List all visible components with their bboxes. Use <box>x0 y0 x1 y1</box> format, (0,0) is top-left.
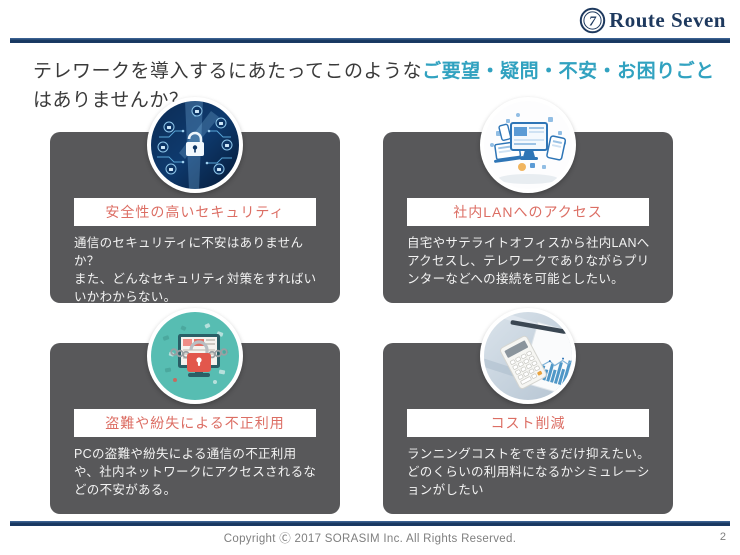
card-theft-body: PCの盗難や紛失による通信の不正利用や、社内ネットワークにアクセスされるなどの不… <box>74 447 317 498</box>
card-lan-access-label: 社内LANへのアクセス <box>407 198 649 226</box>
chained-monitor-lock-illustration <box>151 312 239 400</box>
theft-image-circle <box>147 308 243 404</box>
connected-devices-illustration <box>484 101 572 189</box>
card-cost-body: ランニングコストをできるだけ抑えたい。 どのくらいの利用料になるかシミュレーショ… <box>407 447 650 498</box>
cost-image-circle <box>480 308 576 404</box>
title-pre: テレワークを導入するにあたってこのような <box>33 61 423 82</box>
logo-text: Route Seven <box>609 8 726 32</box>
title-post: はありませんか？ <box>33 90 189 112</box>
card-security-label: 安全性の高いセキュリティ <box>74 198 316 226</box>
card-theft: 盗難や紛失による不正利用 PCの盗難や紛失による通信の不正利用や、社内ネットワー… <box>50 343 340 514</box>
lan-image-circle <box>480 97 576 193</box>
card-cost-label: コスト削減 <box>407 409 649 437</box>
panel-security: 安全性の高いセキュリティ 通信のセキュリティに不安はありませんか？ また、どんな… <box>50 97 340 307</box>
card-security-body: 通信のセキュリティに不安はありませんか？ また、どんなセキュリティ対策をすればい… <box>74 236 317 305</box>
page-number: 2 <box>719 531 726 543</box>
circuit-board-lock-photo <box>151 101 239 189</box>
panel-lan-access: 社内LANへのアクセス 自宅やサテライトオフィスから社内LANへアクセスし、テレ… <box>383 97 673 307</box>
header-divider <box>10 38 730 43</box>
card-lan-access-body: 自宅やサテライトオフィスから社内LANへアクセスし、テレワークでありながらプリン… <box>407 236 650 287</box>
route-seven-logo: 7 Route Seven <box>579 7 726 34</box>
title-highlight: ご要望・疑問・不安・お困りごと <box>422 61 715 82</box>
slide-title: テレワークを導入するにあたってこのようなご要望・疑問・不安・お困りごとはありませ… <box>33 57 727 116</box>
circled-seven-icon: 7 <box>579 7 606 34</box>
copyright-text: Copyright Ⓒ 2017 SORASIM Inc. All Rights… <box>223 533 517 545</box>
calculator-chart-photo <box>484 312 572 400</box>
logo-glyph: 7 <box>589 15 597 30</box>
footer-divider <box>10 521 730 526</box>
security-image-circle <box>147 97 243 193</box>
panel-cost: コスト削減 ランニングコストをできるだけ抑えたい。 どのくらいの利用料になるかシ… <box>383 308 673 518</box>
card-theft-label: 盗難や紛失による不正利用 <box>74 409 316 437</box>
panel-theft: 盗難や紛失による不正利用 PCの盗難や紛失による通信の不正利用や、社内ネットワー… <box>50 308 340 518</box>
